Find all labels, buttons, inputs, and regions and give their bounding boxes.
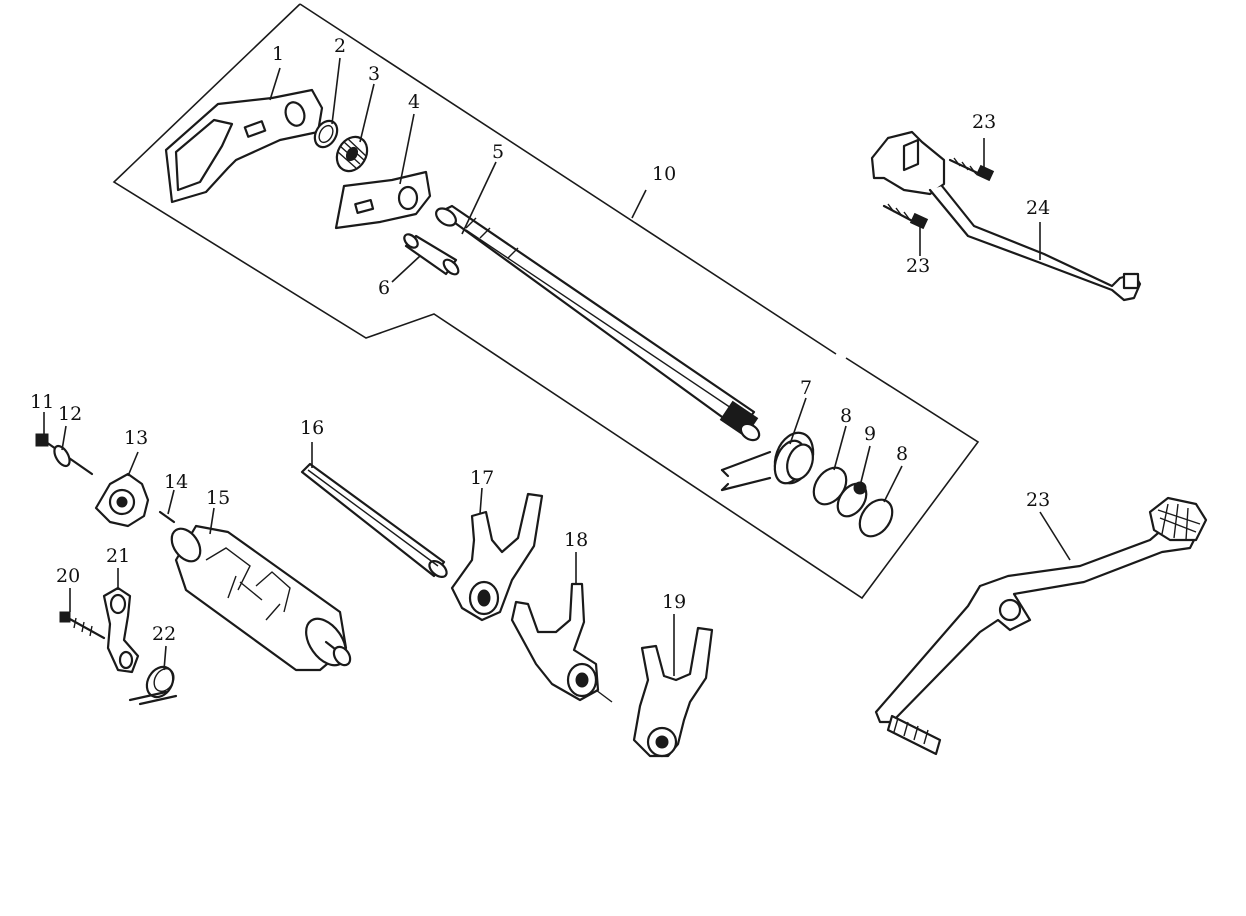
callout-10: 10 xyxy=(652,163,676,185)
callout-24: 24 xyxy=(1026,197,1050,219)
callout-19: 19 xyxy=(662,591,686,613)
part-bolt-23b xyxy=(882,203,929,230)
part-circlip xyxy=(836,481,868,518)
part-star-cam xyxy=(94,472,150,528)
callout-5: 5 xyxy=(492,141,504,163)
callout-13: 13 xyxy=(124,427,148,449)
part-shift-fork-18 xyxy=(510,582,613,703)
callout-1: 1 xyxy=(272,43,284,65)
part-washer-8b xyxy=(858,498,894,538)
part-pin xyxy=(403,233,460,276)
part-shift-fork-17 xyxy=(450,492,544,622)
part-fork-shaft xyxy=(300,462,448,579)
part-shift-drum xyxy=(170,524,352,672)
part-plate xyxy=(334,170,432,230)
shift-shaft-assembly-outline xyxy=(112,3,980,600)
part-washer-12 xyxy=(53,444,71,468)
part-stopper-arm xyxy=(102,586,140,674)
callout-6: 6 xyxy=(378,277,390,299)
part-gear-pedal xyxy=(874,496,1208,756)
part-spring xyxy=(335,135,369,173)
callout-8a: 8 xyxy=(840,405,852,427)
callout-12: 12 xyxy=(58,403,82,425)
callout-labels: 1 2 3 4 5 6 7 8 9 8 10 11 12 13 14 15 16… xyxy=(30,35,1050,645)
callout-2: 2 xyxy=(334,35,346,57)
callout-23a: 23 xyxy=(972,111,996,133)
part-pin-14 xyxy=(158,510,176,524)
callout-21: 21 xyxy=(106,545,130,567)
callout-3: 3 xyxy=(368,63,380,85)
callout-14: 14 xyxy=(164,471,188,493)
part-return-spring xyxy=(720,431,815,492)
callout-22: 22 xyxy=(152,623,176,645)
part-shift-arm xyxy=(164,88,324,204)
callout-20: 20 xyxy=(56,565,80,587)
part-spring-22 xyxy=(128,665,178,706)
callout-23c: 23 xyxy=(1026,489,1050,511)
part-shift-fork-19 xyxy=(632,626,714,758)
leader-lines xyxy=(43,57,1071,676)
callout-17: 17 xyxy=(470,467,494,489)
callout-16: 16 xyxy=(300,417,324,439)
callout-18: 18 xyxy=(564,529,588,551)
callout-7: 7 xyxy=(800,377,812,399)
part-pedal-bracket-assembly xyxy=(870,130,1142,302)
callout-9: 9 xyxy=(864,423,876,445)
callout-11: 11 xyxy=(30,391,54,413)
callout-8b: 8 xyxy=(896,443,908,465)
callout-15: 15 xyxy=(206,487,230,509)
part-bolt-20 xyxy=(59,611,106,640)
part-bolt-23a xyxy=(948,157,995,182)
callout-23b: 23 xyxy=(906,255,930,277)
part-shift-shaft xyxy=(435,204,761,442)
callout-4: 4 xyxy=(408,91,420,113)
